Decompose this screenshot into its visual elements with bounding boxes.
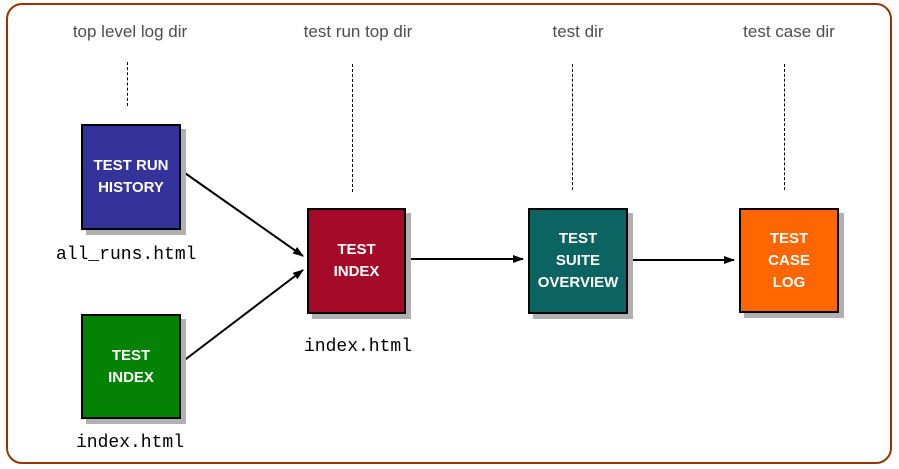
node-test-index-test-run-label: TEST INDEX xyxy=(333,241,380,280)
node-test-run-history: TEST RUN HISTORY xyxy=(81,124,181,230)
node-test-case-log: TEST CASE LOG xyxy=(739,208,839,313)
node-test-run-history-label: TEST RUN HISTORY xyxy=(93,157,169,196)
column-header-top-level-log-dir: top level log dir xyxy=(72,22,188,41)
arrow-top-index-to-test-index xyxy=(181,269,304,363)
dashed-line-test-dir xyxy=(572,64,573,190)
dashed-line-test-run-top-dir xyxy=(352,64,353,192)
node-test-case-log-label: TEST CASE LOG xyxy=(768,229,810,291)
node-test-index-test-run: TEST INDEX xyxy=(307,208,406,314)
arrow-history-to-test-index xyxy=(181,170,304,257)
node-test-index-top-level: TEST INDEX xyxy=(81,314,181,419)
column-header-test-dir: test dir xyxy=(552,22,604,41)
node-test-index-top-level-label: TEST INDEX xyxy=(108,346,154,386)
file-label-test-run-index-html: index.html xyxy=(304,337,413,357)
file-label-all-runs-html: all_runs.html xyxy=(56,245,197,265)
column-header-test-case-dir: test case dir xyxy=(743,22,835,41)
dashed-line-top-level-log-dir xyxy=(127,62,128,106)
file-label-top-level-index-html: index.html xyxy=(76,433,185,453)
column-header-test-run-top-dir: test run top dir xyxy=(303,22,413,41)
node-test-suite-overview: TEST SUITE OVERVIEW xyxy=(528,208,628,314)
dashed-line-test-case-dir xyxy=(784,64,785,190)
node-test-suite-overview-label: TEST SUITE OVERVIEW xyxy=(537,230,619,291)
